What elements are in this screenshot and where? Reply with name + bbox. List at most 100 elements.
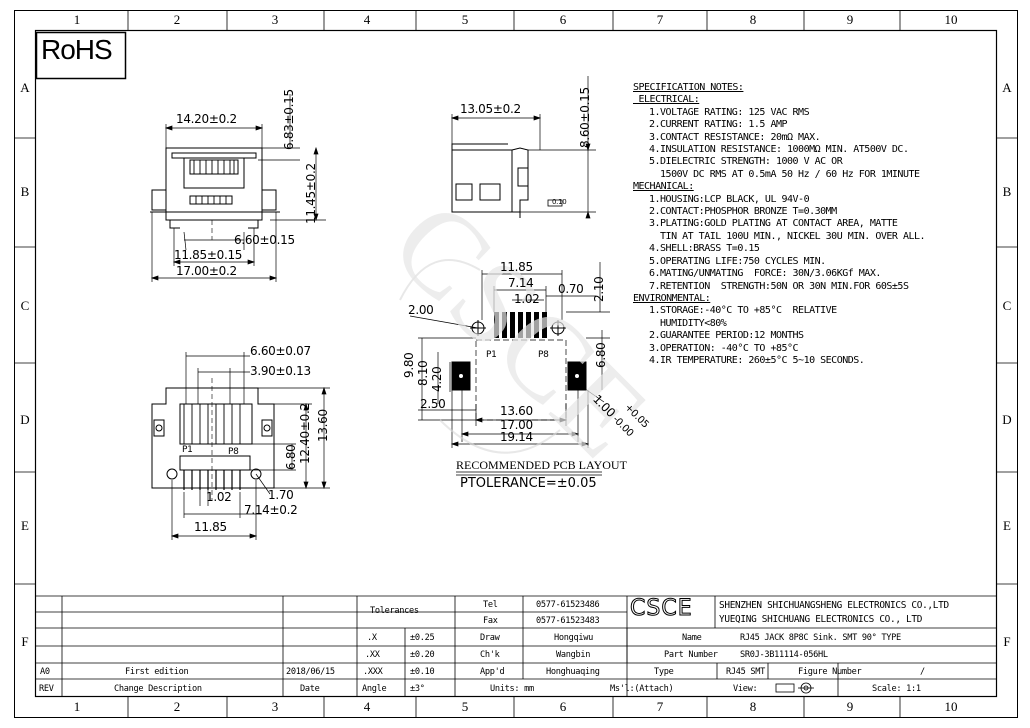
grid-row-c-right: C (1002, 298, 1012, 313)
dim-bottom-g: 1.70 (268, 488, 294, 502)
tb-material: Ms'l:(Attach) (610, 684, 674, 694)
specification-notes: SPECIFICATION NOTES: ELECTRICAL:1.VOLTAG… (633, 82, 926, 367)
dim-pcb-p8: P8 (538, 350, 549, 360)
front-dims (150, 94, 326, 282)
tb-rev-a0: A0 (40, 667, 50, 677)
spec-line: 3.PLATING:GOLD PLATING AT CONTACT AREA, … (649, 218, 898, 230)
grid-col-10: 10 (944, 12, 958, 27)
dim-bottom-e: 13.60 (316, 409, 330, 442)
bottom-dims (170, 352, 330, 540)
dim-side-width: 13.05±0.2 (460, 102, 521, 116)
spec-line: SPECIFICATION NOTES: (633, 82, 744, 93)
tb-type-val: RJ45 SMT (726, 667, 765, 677)
dim-front-width3: 17.00±0.2 (176, 264, 237, 278)
tb-tol-xxx-val: ±0.10 (410, 667, 435, 677)
dim-pcb-g: 6.80 (594, 342, 608, 368)
dim-bottom-i: 11.85 (194, 520, 227, 534)
dim-pcb-b: 7.14 (508, 276, 534, 290)
spec-line: 1.HOUSING:LCP BLACK, UL 94V-0 (649, 193, 810, 205)
tb-angle-val: ±3° (410, 684, 425, 694)
spec-line: 4.IR TEMPERATURE: 260±5°C 5~10 SECONDS. (649, 354, 865, 366)
grid-col-9: 9 (846, 12, 854, 27)
dim-pcb-l: 13.60 (500, 404, 533, 418)
dim-front-height-top: 6.83±0.15 (282, 89, 296, 150)
dim-pcb-j: 4.20 (430, 366, 444, 392)
grid-col-4-bottom: 4 (363, 699, 371, 714)
rohs-mark: RoHS (41, 34, 113, 65)
dim-front-inner: 6.60±0.15 (234, 233, 295, 247)
tb-company-1: SHENZHEN SHICHUANGSHENG ELECTRONICS CO.,… (719, 600, 949, 611)
grid-ticks (14, 10, 1017, 717)
grid-row-b-right: B (1002, 184, 1012, 199)
spec-line: 3.CONTACT RESISTANCE: 20mΩ MAX. (649, 131, 821, 143)
tb-name-val: RJ45 JACK 8P8C Sink. SMT 90° TYPE (740, 633, 901, 643)
tb-tol-x-val: ±0.25 (410, 633, 435, 643)
grid-col-4: 4 (363, 12, 371, 27)
dim-pcb-e: 2.10 (592, 276, 606, 302)
dim-pcb-m: 17.00 (500, 418, 533, 432)
tb-part-number: Part Number (664, 650, 718, 660)
tb-date-val: 2018/06/15 (286, 667, 335, 677)
tb-tol-xxx: .XXX (363, 667, 383, 677)
tb-change-description: Change Description (114, 684, 202, 694)
rohs-box (35, 31, 127, 80)
pcb-layout-title: RECOMMENDED PCB LAYOUT (456, 458, 627, 472)
dim-pcb-c: 1.02 (514, 292, 540, 306)
tb-tel: Tel (483, 600, 498, 610)
tb-rev: REV (39, 684, 54, 694)
tb-name: Name (682, 633, 702, 643)
dim-front-width: 14.20±0.2 (176, 112, 237, 126)
grid-col-10-bottom: 10 (944, 699, 958, 714)
tb-part-number-val: SR0J-3B11114-056HL (740, 650, 828, 660)
spec-line: 2.GUARANTEE PERIOD:12 MONTHS (649, 330, 804, 342)
dim-bottom-b: 3.90±0.13 (250, 364, 311, 378)
tb-draw-val: Hongqiwu (554, 633, 593, 643)
dim-bottom-p1: P1 (182, 445, 193, 455)
tb-tol-xx: .XX (365, 650, 380, 660)
dim-bottom-a: 6.60±0.07 (250, 344, 311, 358)
grid-row-d: D (20, 412, 30, 427)
grid-col-1: 1 (73, 12, 81, 27)
dim-pcb-h: 9.80 (402, 352, 416, 378)
spec-line: 7.RETENTION STRENGTH:50N OR 30N MIN.FOR … (649, 280, 909, 292)
watermark-shape (399, 259, 561, 454)
grid-col-8-bottom: 8 (749, 699, 757, 714)
tb-scale: Scale: 1:1 (872, 684, 921, 694)
dim-bottom-h: 7.14±0.2 (244, 503, 298, 517)
spec-line: TIN AT TAIL 100U MIN., NICKEL 30U MIN. O… (649, 230, 926, 242)
dim-front-height: 11.45±0.2 (304, 163, 318, 224)
tb-fax: Fax (483, 616, 498, 626)
spec-line: 1.STORAGE:-40°C TO +85°C RELATIVE (649, 305, 837, 317)
tb-appd-val: Honghuaqing (546, 667, 600, 677)
spec-line: 5.DIELECTRIC STRENGTH: 1000 V AC OR (649, 156, 843, 168)
grid-row-c: C (20, 298, 30, 313)
tb-angle: Angle (362, 684, 387, 694)
spec-line: ENVIRONMENTAL: (633, 292, 711, 304)
spec-line: 1.VOLTAGE RATING: 125 VAC RMS (649, 106, 810, 118)
spec-line: 4.SHELL:BRASS T=0.15 (649, 243, 760, 255)
dim-bottom-c: 6.80 (284, 444, 298, 470)
side-dims (450, 76, 596, 219)
dim-pcb-n: 19.14 (500, 430, 533, 444)
grid-row-e-right: E (1003, 518, 1011, 533)
tb-draw: Draw (480, 633, 500, 643)
pcb-dims (409, 262, 610, 476)
dim-pcb-a: 11.85 (500, 260, 533, 274)
grid-row-b: B (20, 184, 30, 199)
grid-row-a-right: A (1002, 80, 1012, 95)
dim-front-width2: 11.85±0.15 (174, 248, 243, 262)
tb-figure-number-val: / (920, 667, 925, 677)
dim-bottom-p8: P8 (228, 447, 239, 457)
dim-side-tol: 0.10 (552, 198, 567, 206)
grid-col-7-bottom: 7 (656, 699, 664, 714)
grid-col-9-bottom: 9 (846, 699, 854, 714)
front-view (150, 147, 280, 240)
dim-pcb-p1: P1 (486, 350, 497, 360)
tb-fax-val: 0577-61523483 (536, 616, 600, 626)
grid-col-8: 8 (749, 12, 757, 27)
tb-units: Units: mm (490, 684, 534, 694)
tb-company-2: YUEQING SHICHUANG ELECTRONICS CO., LTD (719, 614, 923, 625)
grid-col-1-bottom: 1 (73, 699, 81, 714)
spec-line: 6.MATING/UNMATING FORCE: 30N/3.06KGf MAX… (649, 268, 881, 280)
